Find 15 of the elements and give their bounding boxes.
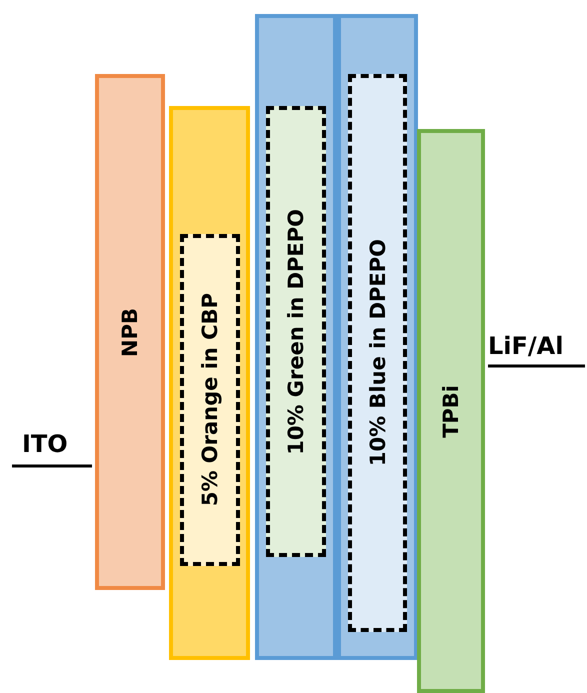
- layer-label: 10% Green in DPEPO: [284, 208, 308, 454]
- layer-label: 10% Blue in DPEPO: [366, 239, 390, 467]
- layer-box: [417, 129, 485, 693]
- dopant-layer-box: [180, 234, 240, 566]
- layer-box: [337, 14, 418, 660]
- layer-label: TPBi: [439, 384, 463, 438]
- layer-box: [255, 14, 337, 660]
- layer-box: [95, 74, 165, 590]
- dopant-layer-box: [266, 106, 326, 557]
- layer-box: [169, 106, 250, 660]
- layer-label: NPB: [118, 308, 142, 356]
- layer-label: 5% Orange in CBP: [198, 293, 222, 507]
- electrode-label: ITO: [22, 430, 68, 458]
- dopant-layer-box: [348, 74, 407, 632]
- electrode-label: LiF/Al: [488, 332, 564, 360]
